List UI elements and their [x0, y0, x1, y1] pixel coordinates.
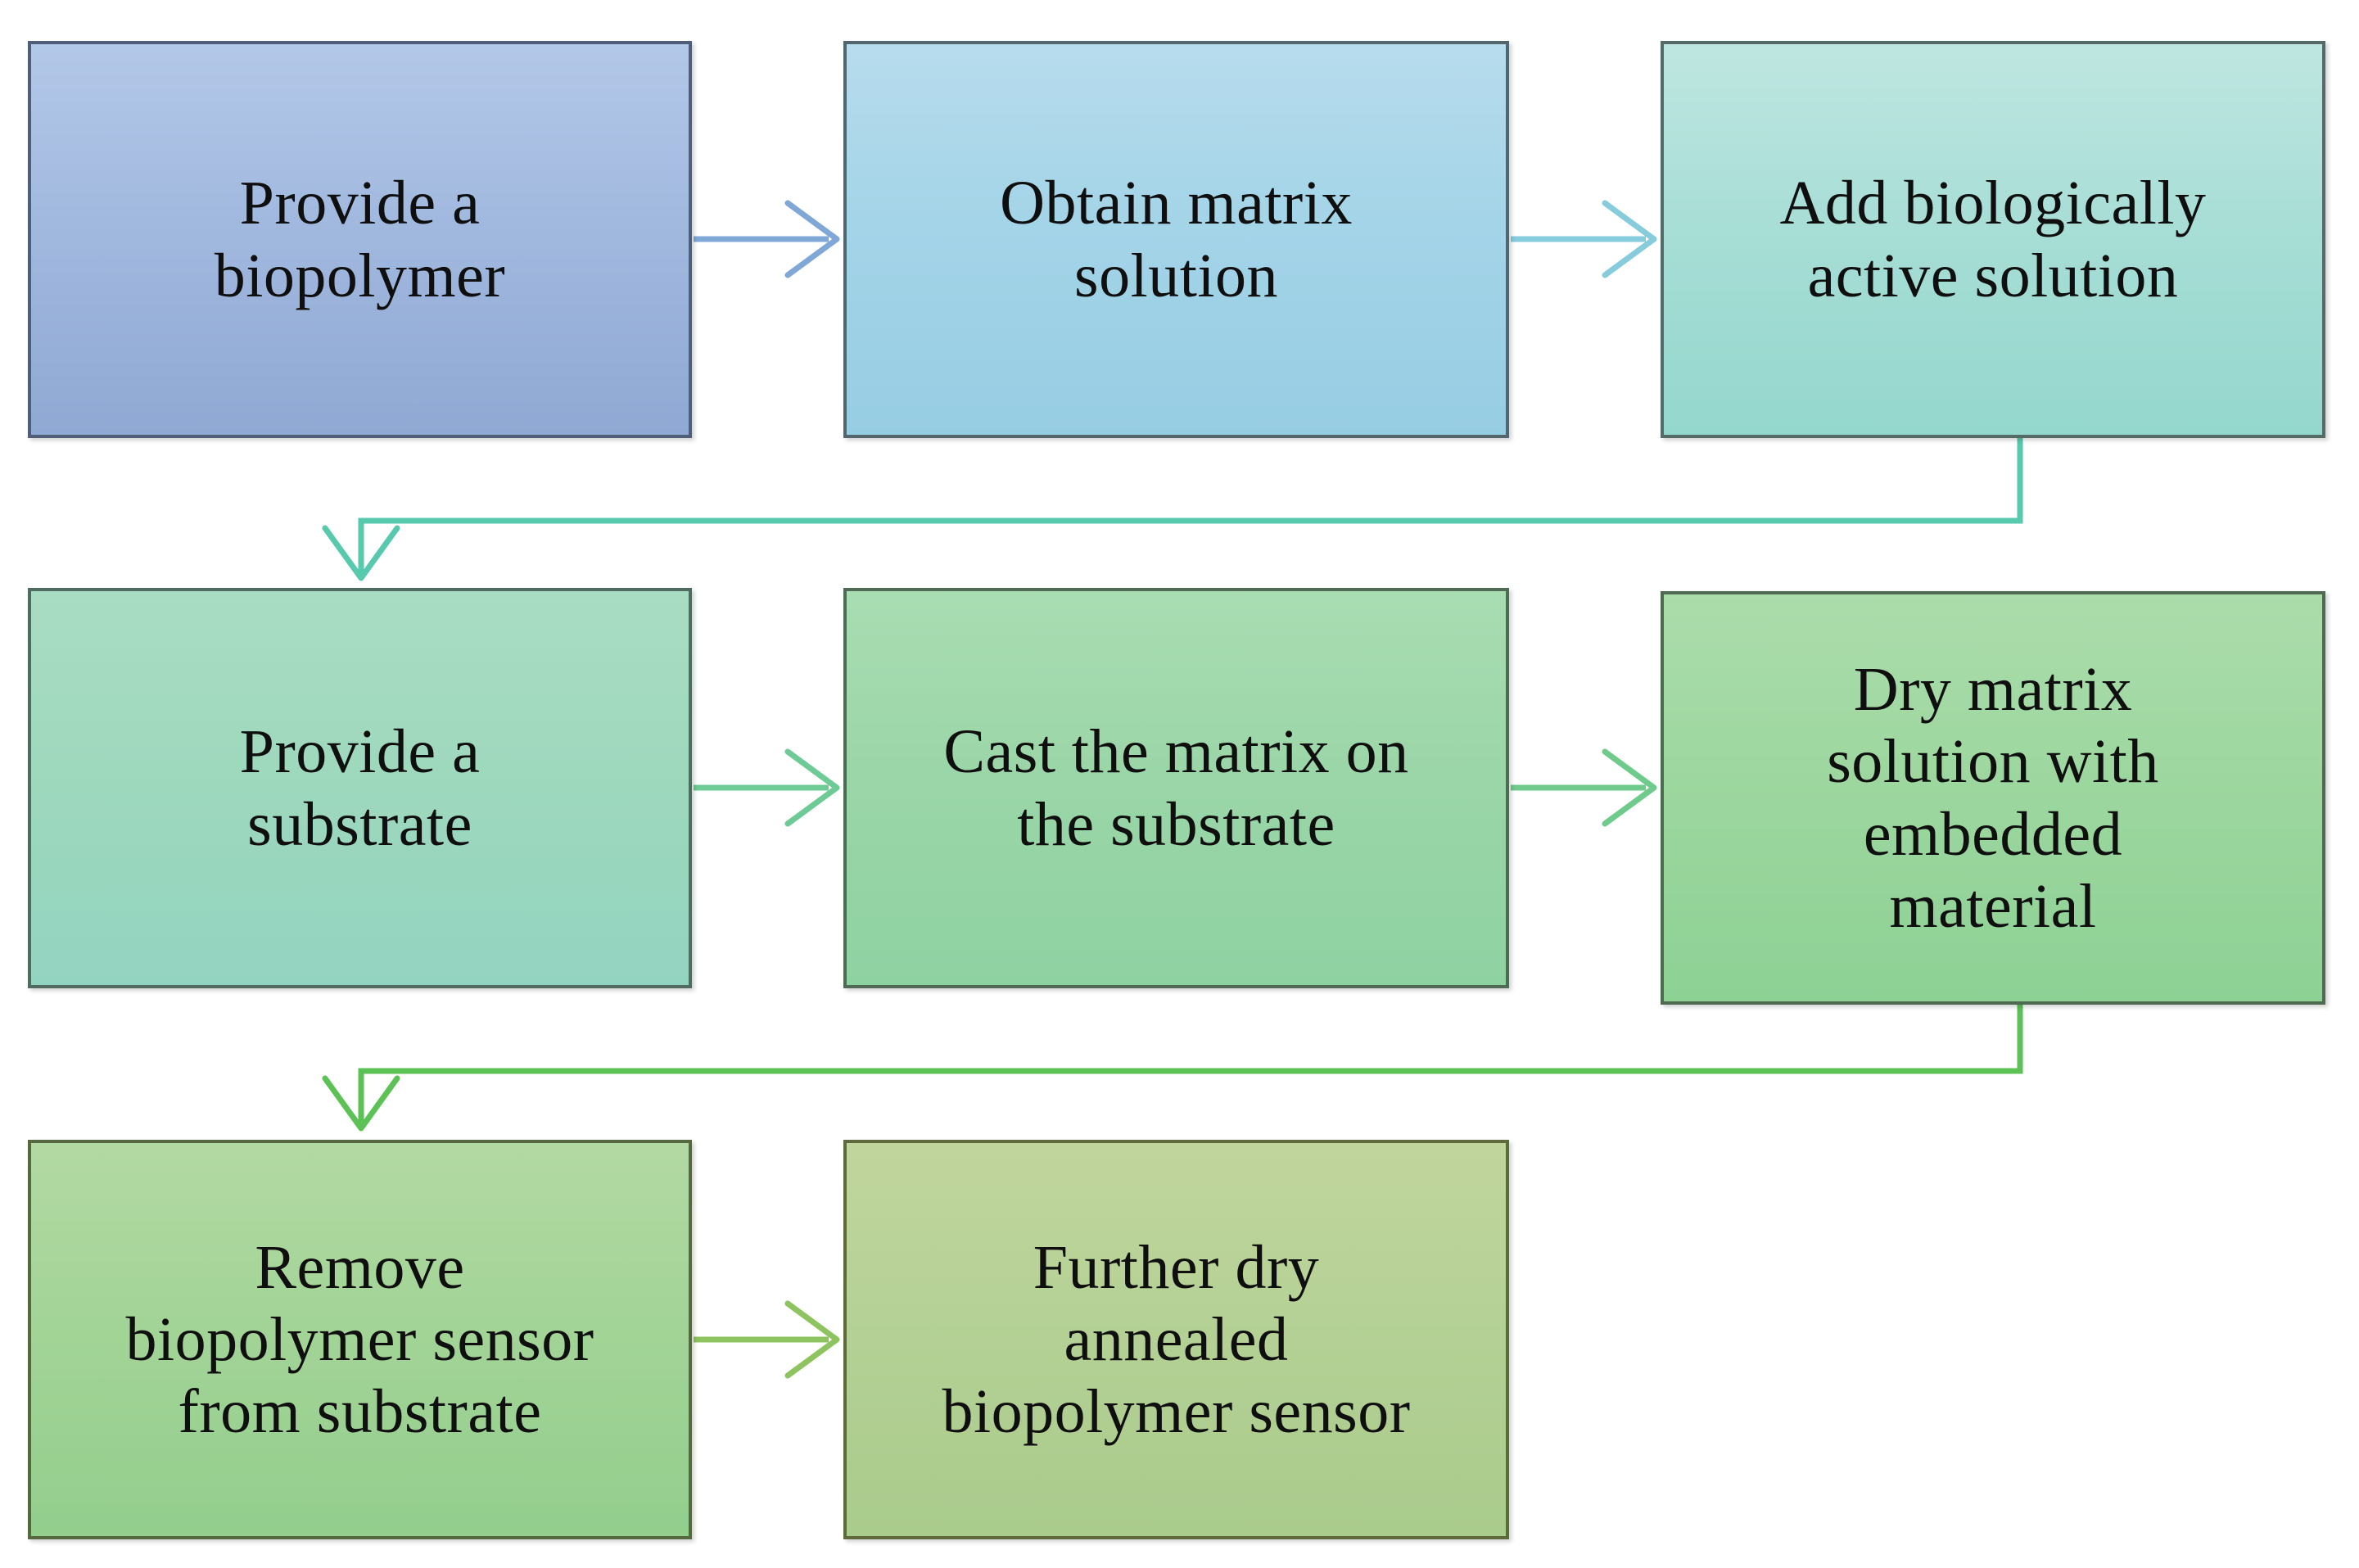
process-node-add-biologically-active-solution[interactable]: Add biologically active solution — [1661, 41, 2325, 438]
node-label: Provide a substrate — [239, 717, 481, 859]
process-node-provide-substrate[interactable]: Provide a substrate — [28, 588, 692, 988]
node-label: Add biologically active solution — [1779, 169, 2207, 310]
connector-obtain-matrix-to-add-biologically-active — [1511, 200, 1657, 278]
process-node-further-dry-annealed-sensor[interactable]: Further dry annealed biopolymer sensor — [843, 1140, 1509, 1539]
process-node-remove-biopolymer-sensor[interactable]: Remove biopolymer sensor from substrate — [28, 1140, 692, 1539]
connector-add-biologically-active-to-provide-substrate — [322, 436, 2023, 581]
process-node-dry-matrix-solution[interactable]: Dry matrix solution with embedded materi… — [1661, 591, 2325, 1005]
node-label: Remove biopolymer sensor from substrate — [125, 1232, 594, 1447]
connector-remove-sensor-to-further-dry — [694, 1300, 840, 1379]
node-label: Obtain matrix solution — [1000, 169, 1353, 310]
node-label: Cast the matrix on the substrate — [943, 717, 1409, 859]
process-node-provide-biopolymer[interactable]: Provide a biopolymer — [28, 41, 692, 438]
connector-dry-matrix-to-remove-sensor — [322, 1003, 2023, 1132]
connector-cast-matrix-to-dry-matrix — [1511, 748, 1657, 827]
connector-provide-biopolymer-to-obtain-matrix — [694, 200, 840, 278]
process-node-obtain-matrix-solution[interactable]: Obtain matrix solution — [843, 41, 1509, 438]
node-label: Dry matrix solution with embedded materi… — [1827, 655, 2159, 941]
node-label: Further dry annealed biopolymer sensor — [942, 1232, 1411, 1447]
process-node-cast-matrix-on-substrate[interactable]: Cast the matrix on the substrate — [843, 588, 1509, 988]
connector-provide-substrate-to-cast-matrix — [694, 748, 840, 827]
node-label: Provide a biopolymer — [214, 169, 506, 310]
